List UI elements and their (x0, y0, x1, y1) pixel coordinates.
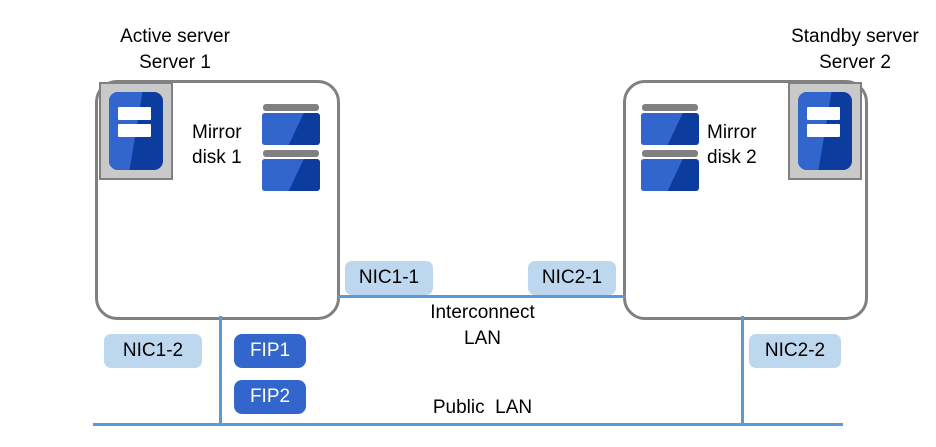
fip-chip-fip2[interactable]: FIP2 (234, 380, 306, 414)
server-bay-bar (118, 106, 151, 120)
standby-server-caption: Standby server Server 2 (791, 26, 919, 73)
nic-chip-nic2-2[interactable]: NIC2-2 (749, 334, 841, 368)
nic-chip-nic1-2[interactable]: NIC1-2 (104, 334, 202, 368)
disk-cap (642, 150, 698, 157)
disk-sheen (641, 159, 683, 191)
interconnect-lan-label: Interconnect LAN (430, 302, 535, 349)
server-1-public-lan-link (219, 316, 222, 426)
server-tower-icon (99, 82, 173, 180)
server-bay-bar (807, 106, 840, 120)
disk-sheen (262, 159, 304, 191)
disk-body (641, 113, 699, 145)
mirror-disk-icon (262, 104, 320, 192)
server-tower-icon (788, 82, 862, 180)
disk-cap (263, 150, 319, 157)
fip-chip-fip1[interactable]: FIP1 (234, 334, 306, 368)
public-lan-line (93, 423, 843, 426)
mirror-disk-2-label: Mirror disk 2 (707, 122, 757, 168)
mirror-disk-icon (641, 104, 699, 192)
disk-cap (642, 104, 698, 111)
disk-cap (263, 104, 319, 111)
active-server-caption: Active server Server 1 (120, 26, 230, 73)
disk-body (641, 159, 699, 191)
interconnect-lan-line (337, 295, 626, 298)
disk-sheen (262, 113, 304, 145)
nic-chip-nic2-1[interactable]: NIC2-1 (528, 261, 616, 295)
nic-chip-nic1-1[interactable]: NIC1-1 (345, 261, 433, 295)
mirror-disk-1-label: Mirror disk 1 (192, 122, 242, 168)
server-bay-bar (118, 123, 151, 137)
disk-body (262, 113, 320, 145)
disk-body (262, 159, 320, 191)
server-chassis (798, 92, 852, 170)
server-bay-bar (807, 123, 840, 137)
disk-sheen (641, 113, 683, 145)
server-chassis (109, 92, 163, 170)
server-2-public-lan-link (741, 316, 744, 426)
public-lan-label: Public LAN (432, 397, 533, 418)
